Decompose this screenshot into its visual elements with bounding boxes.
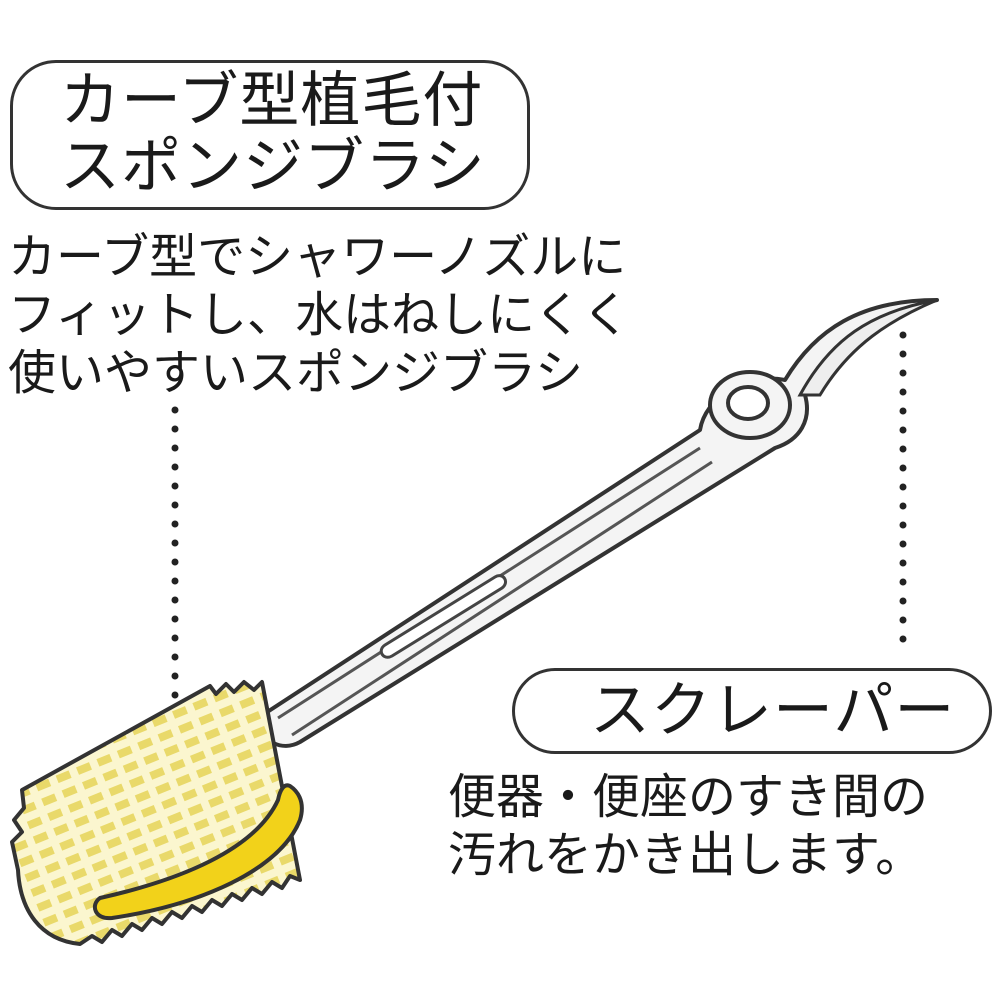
sponge-brush-description-line-3: 使いやすいスポンジブラシ xyxy=(8,345,584,401)
sponge-brush-description-line-2: フィットし、水はねしにくく xyxy=(8,287,631,343)
sponge-brush-title: カーブ型植毛付 スポンジブラシ xyxy=(60,68,486,200)
scraper-description-line-1: 便器・便座のすき間の xyxy=(448,769,929,825)
sponge-brush-description-line-1: カーブ型でシャワーノズルに xyxy=(8,229,627,285)
sponge-brush-title-pill xyxy=(10,60,530,210)
sponge-brush-title-line-1: カーブ型植毛付 xyxy=(60,66,484,136)
sponge-head xyxy=(10,680,304,946)
scraper-tip xyxy=(797,298,938,397)
scraper-title-pill xyxy=(512,668,992,754)
scraper-description-line-2: 汚れをかき出します。 xyxy=(448,827,924,883)
scraper-description: 便器・便座のすき間の 汚れをかき出します。 xyxy=(448,768,928,884)
scraper-title: スクレーパー xyxy=(590,676,956,746)
brush-handle xyxy=(253,298,939,748)
sponge-brush-title-line-2: スポンジブラシ xyxy=(60,132,486,202)
sponge-brush-description: カーブ型でシャワーノズルに フィットし、水はねしにくく 使いやすいスポンジブラシ xyxy=(8,228,630,402)
